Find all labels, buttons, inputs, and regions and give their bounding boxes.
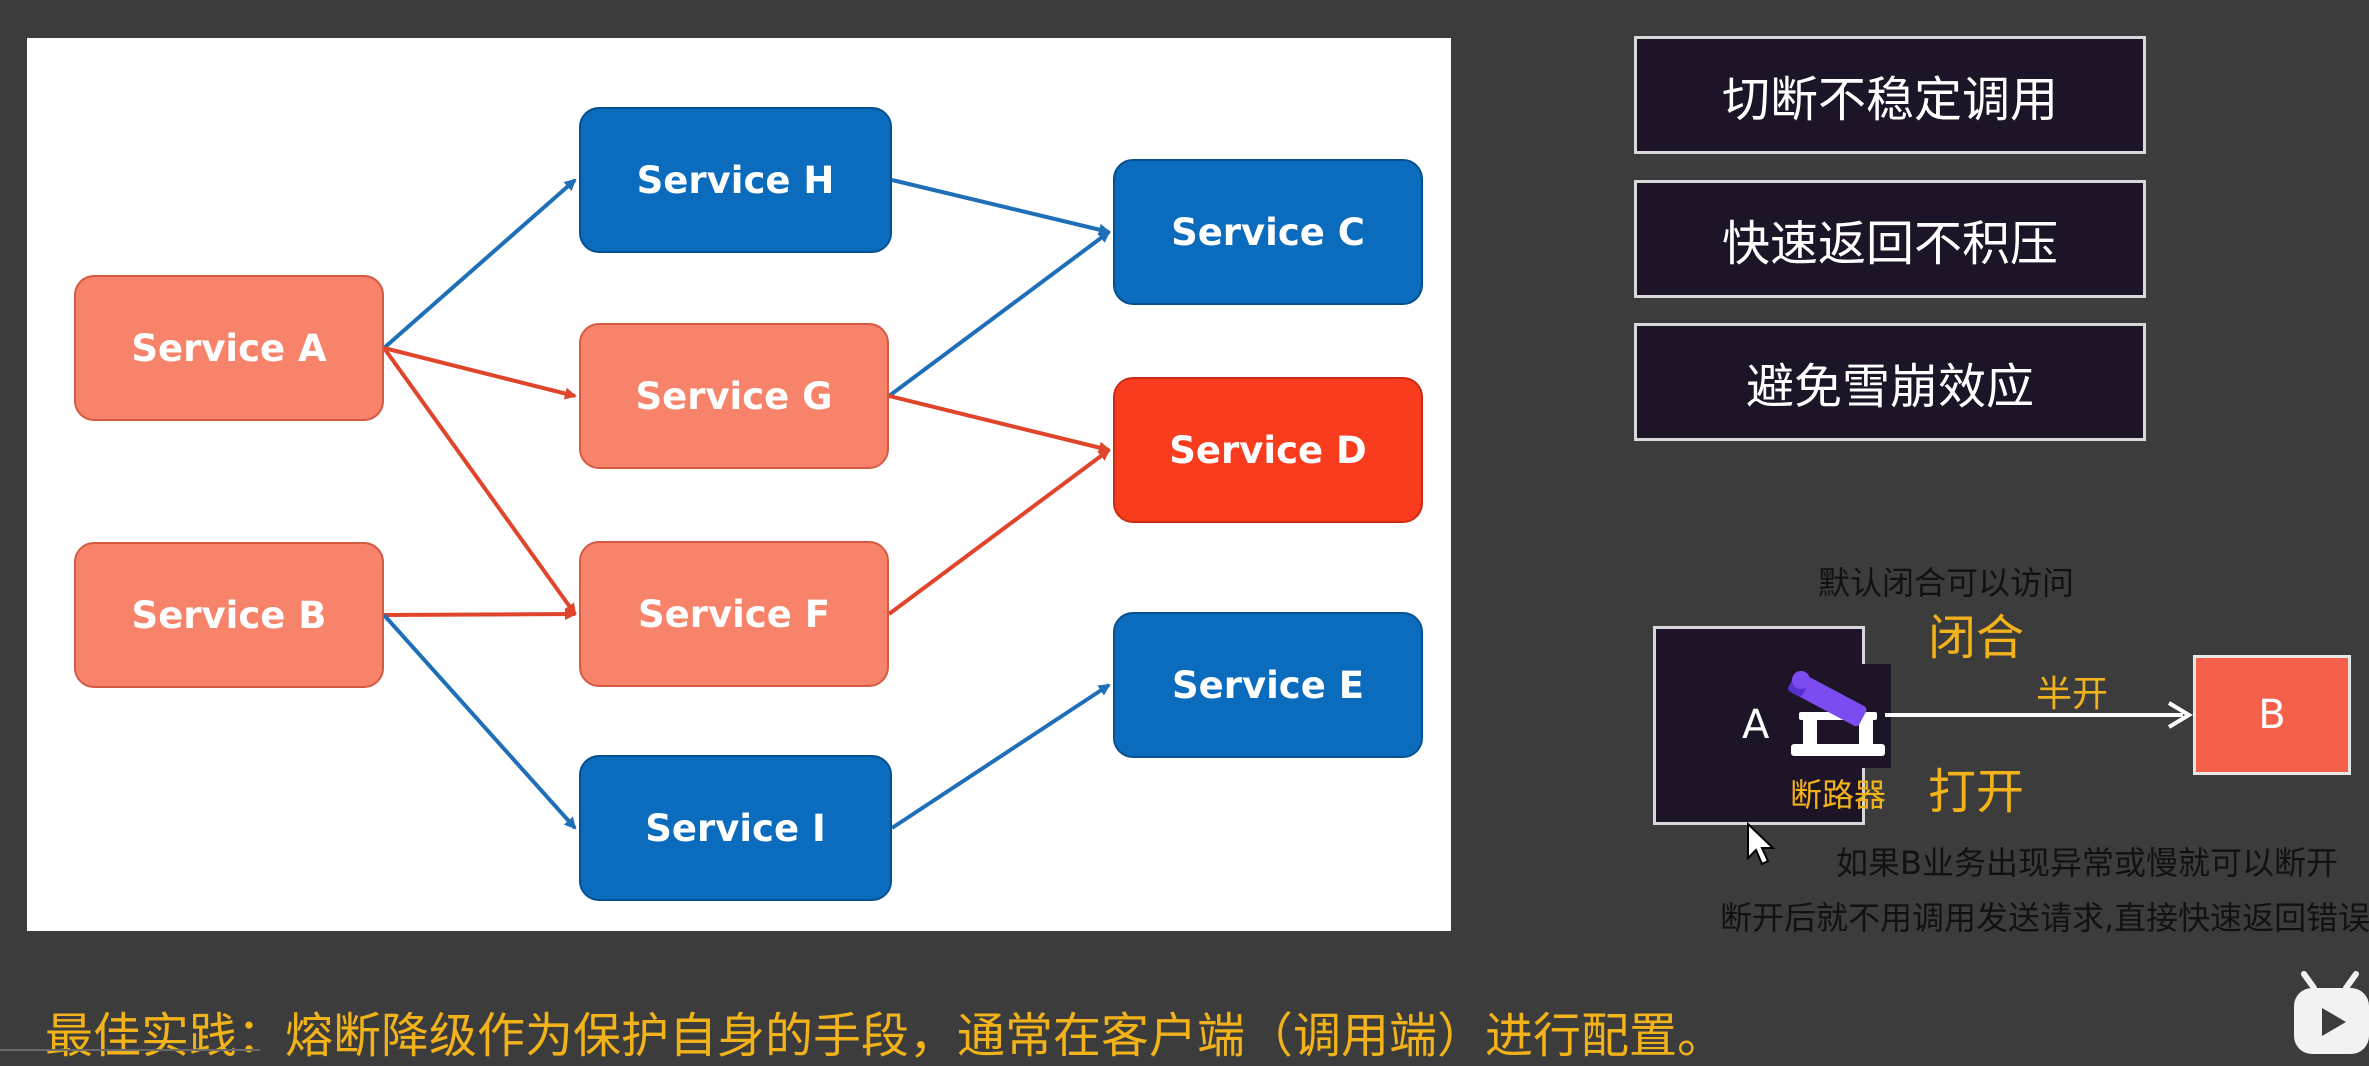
feature-avoid-avalanche: 避免雪崩效应 <box>1634 323 2146 441</box>
service-i-label: Service I <box>645 806 826 850</box>
service-a-node: Service A <box>74 275 384 421</box>
service-i-node: Service I <box>579 755 892 901</box>
mouse-cursor-icon <box>1747 822 1776 866</box>
edge-g-to-c <box>887 230 1111 398</box>
service-h-node: Service H <box>579 107 892 253</box>
best-practice-caption: 最佳实践：熔断降级作为保护自身的手段，通常在客户端（调用端）进行配置。 <box>45 1008 1726 1064</box>
circuit-breaker-icon <box>1785 664 1891 768</box>
service-h-label: Service H <box>636 158 835 202</box>
fast-fail-note: 断开后就不用调用发送请求,直接快速返回错误 <box>1720 899 2369 937</box>
service-d-node: Service D <box>1113 377 1423 523</box>
edge-g-to-d <box>888 394 1111 454</box>
service-e-node: Service E <box>1113 612 1423 758</box>
feature-fast-return: 快速返回不积压 <box>1634 180 2146 298</box>
callee-b-label: B <box>2258 692 2286 738</box>
feature-label: 快速返回不积压 <box>1721 216 2058 272</box>
feature-label: 切断不稳定调用 <box>1721 72 2058 128</box>
open-state-label: 打开 <box>1928 764 2025 820</box>
break-condition-note: 如果B业务出现异常或慢就可以断开 <box>1836 844 2338 882</box>
closed-state-label: 闭合 <box>1928 610 2025 666</box>
edge-b-to-i <box>382 613 577 830</box>
video-player-icon[interactable] <box>2290 970 2369 1054</box>
edge-a-to-g <box>383 346 577 400</box>
service-d-label: Service D <box>1169 428 1367 472</box>
caller-a-label: A <box>1742 702 1770 748</box>
edge-h-to-c <box>891 178 1111 236</box>
service-f-node: Service F <box>579 541 889 687</box>
edge-a-to-f <box>382 346 577 616</box>
service-b-node: Service B <box>74 542 384 688</box>
service-call-diagram: Service A Service B Service H Service G … <box>27 38 1451 931</box>
service-g-label: Service G <box>635 374 833 418</box>
edge-a-to-h <box>382 178 577 350</box>
feature-cut-unstable-calls: 切断不稳定调用 <box>1634 36 2146 154</box>
edge-f-to-d <box>887 448 1111 616</box>
feature-label: 避免雪崩效应 <box>1745 359 2034 415</box>
a-to-b-arrow <box>1885 701 2193 729</box>
callee-b-box: B <box>2193 655 2351 775</box>
edge-i-to-e <box>890 683 1111 830</box>
service-c-label: Service C <box>1171 210 1365 254</box>
edge-b-to-f <box>383 608 577 621</box>
service-c-node: Service C <box>1113 159 1423 305</box>
circuit-breaker-label: 断路器 <box>1790 776 1887 814</box>
service-f-label: Service F <box>638 592 830 636</box>
half-open-state-label: 半开 <box>2036 674 2109 715</box>
service-b-label: Service B <box>131 593 327 637</box>
service-a-label: Service A <box>131 326 327 370</box>
divider <box>0 1049 260 1051</box>
default-closed-note: 默认闭合可以访问 <box>1818 564 2075 602</box>
service-e-label: Service E <box>1172 663 1364 707</box>
service-g-node: Service G <box>579 323 889 469</box>
service-edges-layer <box>382 178 1111 830</box>
